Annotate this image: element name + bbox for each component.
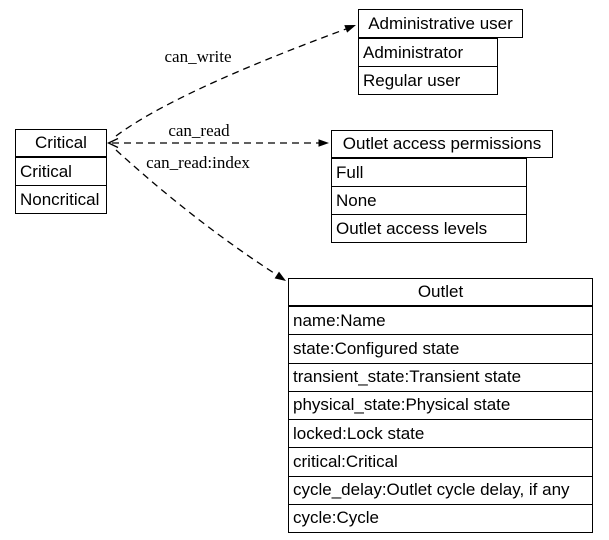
node-outlet-access-row: None [332,186,526,214]
node-critical-row: Noncritical [16,185,106,213]
node-admin-user-header: Administrative user [358,9,523,38]
edge-can-write-line [115,28,347,137]
node-critical-body: Critical Noncritical [15,157,107,214]
node-outlet-row: name:Name [293,310,386,330]
node-outlet-access-row: Outlet access levels [332,214,526,242]
node-admin-user-body: Administrator Regular user [358,38,498,95]
arrowhead-can-read-index-icon [274,271,286,281]
edge-label-can-read: can_read [168,121,230,140]
node-outlet-row: cycle_delay:Outlet cycle delay, if any [289,475,592,504]
arrowhead-can-read-left-icon [106,137,119,149]
node-admin-user-row: Regular user [359,66,497,94]
node-outlet-access-row: Full [336,162,364,182]
node-outlet-row: transient_state:Transient state [289,362,592,391]
node-critical-row: Critical [20,161,72,181]
node-outlet-row: physical_state:Physical state [289,390,592,419]
arrowhead-can-write-icon [344,25,356,33]
node-admin-user-row: Administrator [363,42,464,62]
node-outlet-row: locked:Lock state [289,419,592,447]
edge-label-can-write: can_write [164,47,232,66]
node-outlet-row: critical:Critical [289,447,592,475]
node-outlet-header: Outlet [288,278,593,306]
node-outlet-access-header: Outlet access permissions [331,130,553,158]
edge-can-read-index-line [115,149,278,276]
arrowhead-can-read-right-icon [318,139,329,147]
edge-label-can-read-index: can_read:index [146,153,250,172]
node-critical-header: Critical [15,129,107,157]
node-outlet-body: name:Name state:Configured state transie… [288,306,593,533]
node-outlet-row: cycle:Cycle [289,503,592,532]
node-outlet-row: state:Configured state [289,334,592,362]
node-outlet-access-body: Full None Outlet access levels [331,158,527,243]
